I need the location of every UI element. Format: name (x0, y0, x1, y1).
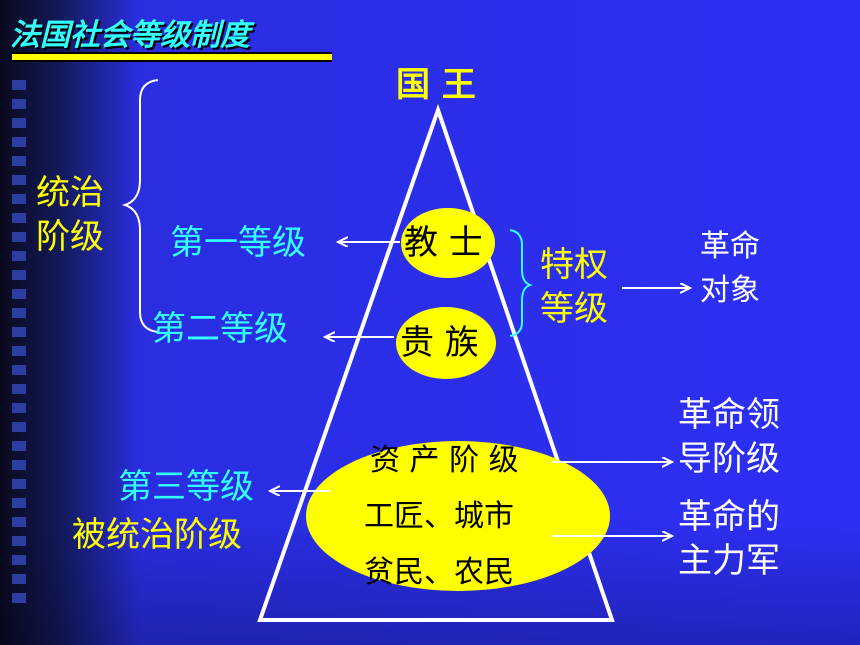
slide-title: 法国社会等级制度 (10, 18, 250, 53)
revolution-leader-label-1: 革命领 (678, 395, 780, 435)
ruled-class-label: 被统治阶级 (72, 515, 242, 555)
title-underline (12, 52, 332, 62)
ruling-class-brace (121, 79, 159, 333)
revolution-target-label-2: 对象 (700, 273, 760, 308)
third-rank-label: 第三等级 (118, 467, 254, 507)
decorative-square-strip (10, 80, 28, 640)
ruling-class-label-2: 阶级 (36, 217, 104, 257)
clergy-ellipse (401, 208, 495, 278)
third-estate-ellipse (306, 441, 610, 591)
privileged-label-1: 特权 (540, 245, 608, 285)
nobility-ellipse (396, 307, 496, 379)
main-force-label-1: 革命的 (678, 497, 780, 537)
king-label: 国 王 (396, 65, 476, 105)
revolution-target-label-1: 革命 (700, 229, 760, 264)
ruling-class-label-1: 统治 (36, 173, 104, 213)
privileged-brace (509, 229, 533, 337)
clergy-label: 教 士 (404, 223, 483, 263)
first-rank-label: 第一等级 (170, 223, 306, 263)
second-rank-label: 第二等级 (152, 309, 288, 349)
privileged-label-2: 等级 (540, 289, 608, 329)
peasants-label: 贫民、农民 (364, 555, 514, 590)
nobility-label: 贵 族 (400, 323, 479, 363)
pyramid-outline (257, 103, 615, 622)
main-force-label-2: 主力军 (678, 541, 780, 581)
revolution-leader-label-2: 导阶级 (678, 439, 780, 479)
bourgeoisie-label: 资 产 阶 级 (370, 443, 519, 478)
artisans-label: 工匠、城市 (364, 499, 514, 534)
